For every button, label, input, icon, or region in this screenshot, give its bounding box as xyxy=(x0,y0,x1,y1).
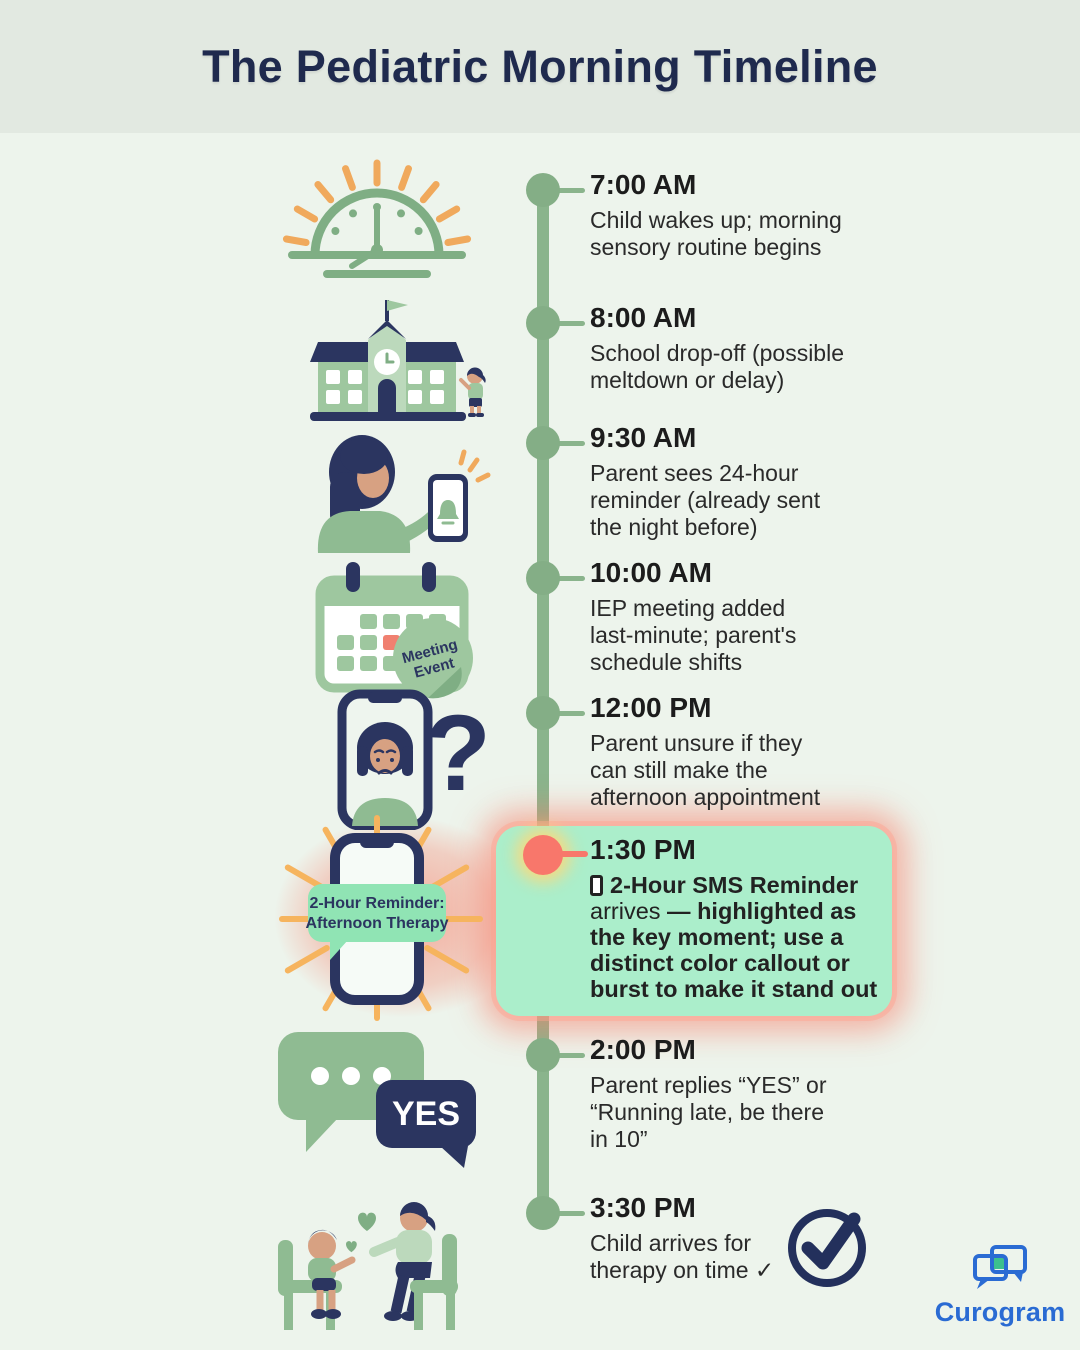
brand-name: Curogram xyxy=(934,1297,1066,1327)
question-mark: ? xyxy=(425,692,491,813)
timeline-dot-highlighted xyxy=(523,835,563,875)
event-description: Parent unsure if they can still make the… xyxy=(590,730,821,810)
event-description: IEP meeting added last-minute; parent's … xyxy=(590,595,797,675)
therapy-session-icon xyxy=(278,1202,458,1330)
curogram-logo-icon xyxy=(973,1245,1027,1289)
sms-bubble-line1: 2-Hour Reminder: xyxy=(309,895,444,912)
event-description: Child arrives for therapy on time ✓ xyxy=(590,1230,775,1283)
parent-phone-notification-icon xyxy=(317,435,491,553)
timeline-tick xyxy=(557,441,585,446)
event-time: 9:30 AM xyxy=(590,422,697,453)
event-time: 7:00 AM xyxy=(590,169,697,200)
event-description: Parent sees 24-hour reminder (already se… xyxy=(590,460,821,540)
timeline-dot xyxy=(526,1038,560,1072)
event-time: 10:00 AM xyxy=(590,557,712,588)
timeline-tick xyxy=(557,1211,585,1216)
event-time: 8:00 AM xyxy=(590,302,697,333)
timeline-dot xyxy=(526,306,560,340)
timeline-tick xyxy=(557,576,585,581)
yes-label: YES xyxy=(392,1095,460,1133)
timeline-tick xyxy=(557,711,585,716)
sms-burst-phone-icon: 2-Hour Reminder: Afternoon Therapy xyxy=(279,815,483,1021)
timeline-dot xyxy=(526,696,560,730)
calendar-meeting-icon: Meeting Event xyxy=(315,562,473,699)
phone-emoji-icon xyxy=(590,875,603,896)
event-time: 3:30 PM xyxy=(590,1192,696,1223)
check-circle-icon xyxy=(788,1209,866,1287)
timeline-tick xyxy=(557,321,585,326)
event-time: 2:00 PM xyxy=(590,1034,696,1065)
timeline-dot xyxy=(526,173,560,207)
event-description: Child wakes up; morning sensory routine … xyxy=(590,207,842,260)
header-band: The Pediatric Morning Timeline xyxy=(0,0,1080,133)
timeline-tick xyxy=(557,188,585,193)
timeline-tick xyxy=(557,1053,585,1058)
desc-segment: 2-Hour SMS Reminder xyxy=(610,872,859,898)
event-description: School drop-off (possible meltdown or de… xyxy=(590,340,844,393)
event-time: 12:00 PM xyxy=(590,692,712,723)
page-title: The Pediatric Morning Timeline xyxy=(202,40,878,92)
school-building-icon xyxy=(310,300,486,421)
event-description: Parent replies “YES” or “Running late, b… xyxy=(590,1072,827,1152)
phone-question-icon: ? xyxy=(337,689,491,830)
timeline-dot xyxy=(526,1196,560,1230)
sunrise-clock-icon xyxy=(282,159,472,278)
desc-segment: arrives xyxy=(590,898,668,924)
sms-bubble-line2: Afternoon Therapy xyxy=(305,915,448,932)
timeline-dot xyxy=(526,561,560,595)
curogram-logo: Curogram xyxy=(925,1244,1075,1328)
desc-segment: — highlighted as the key moment; use a d… xyxy=(590,898,878,1002)
event-time: 1:30 PM xyxy=(590,834,696,865)
timeline-dot xyxy=(526,426,560,460)
timeline-tick-highlighted xyxy=(560,851,588,857)
event-description: 2-Hour SMS Reminder arrives — highlighte… xyxy=(590,872,896,1002)
reply-chat-icon: YES xyxy=(278,1032,476,1168)
